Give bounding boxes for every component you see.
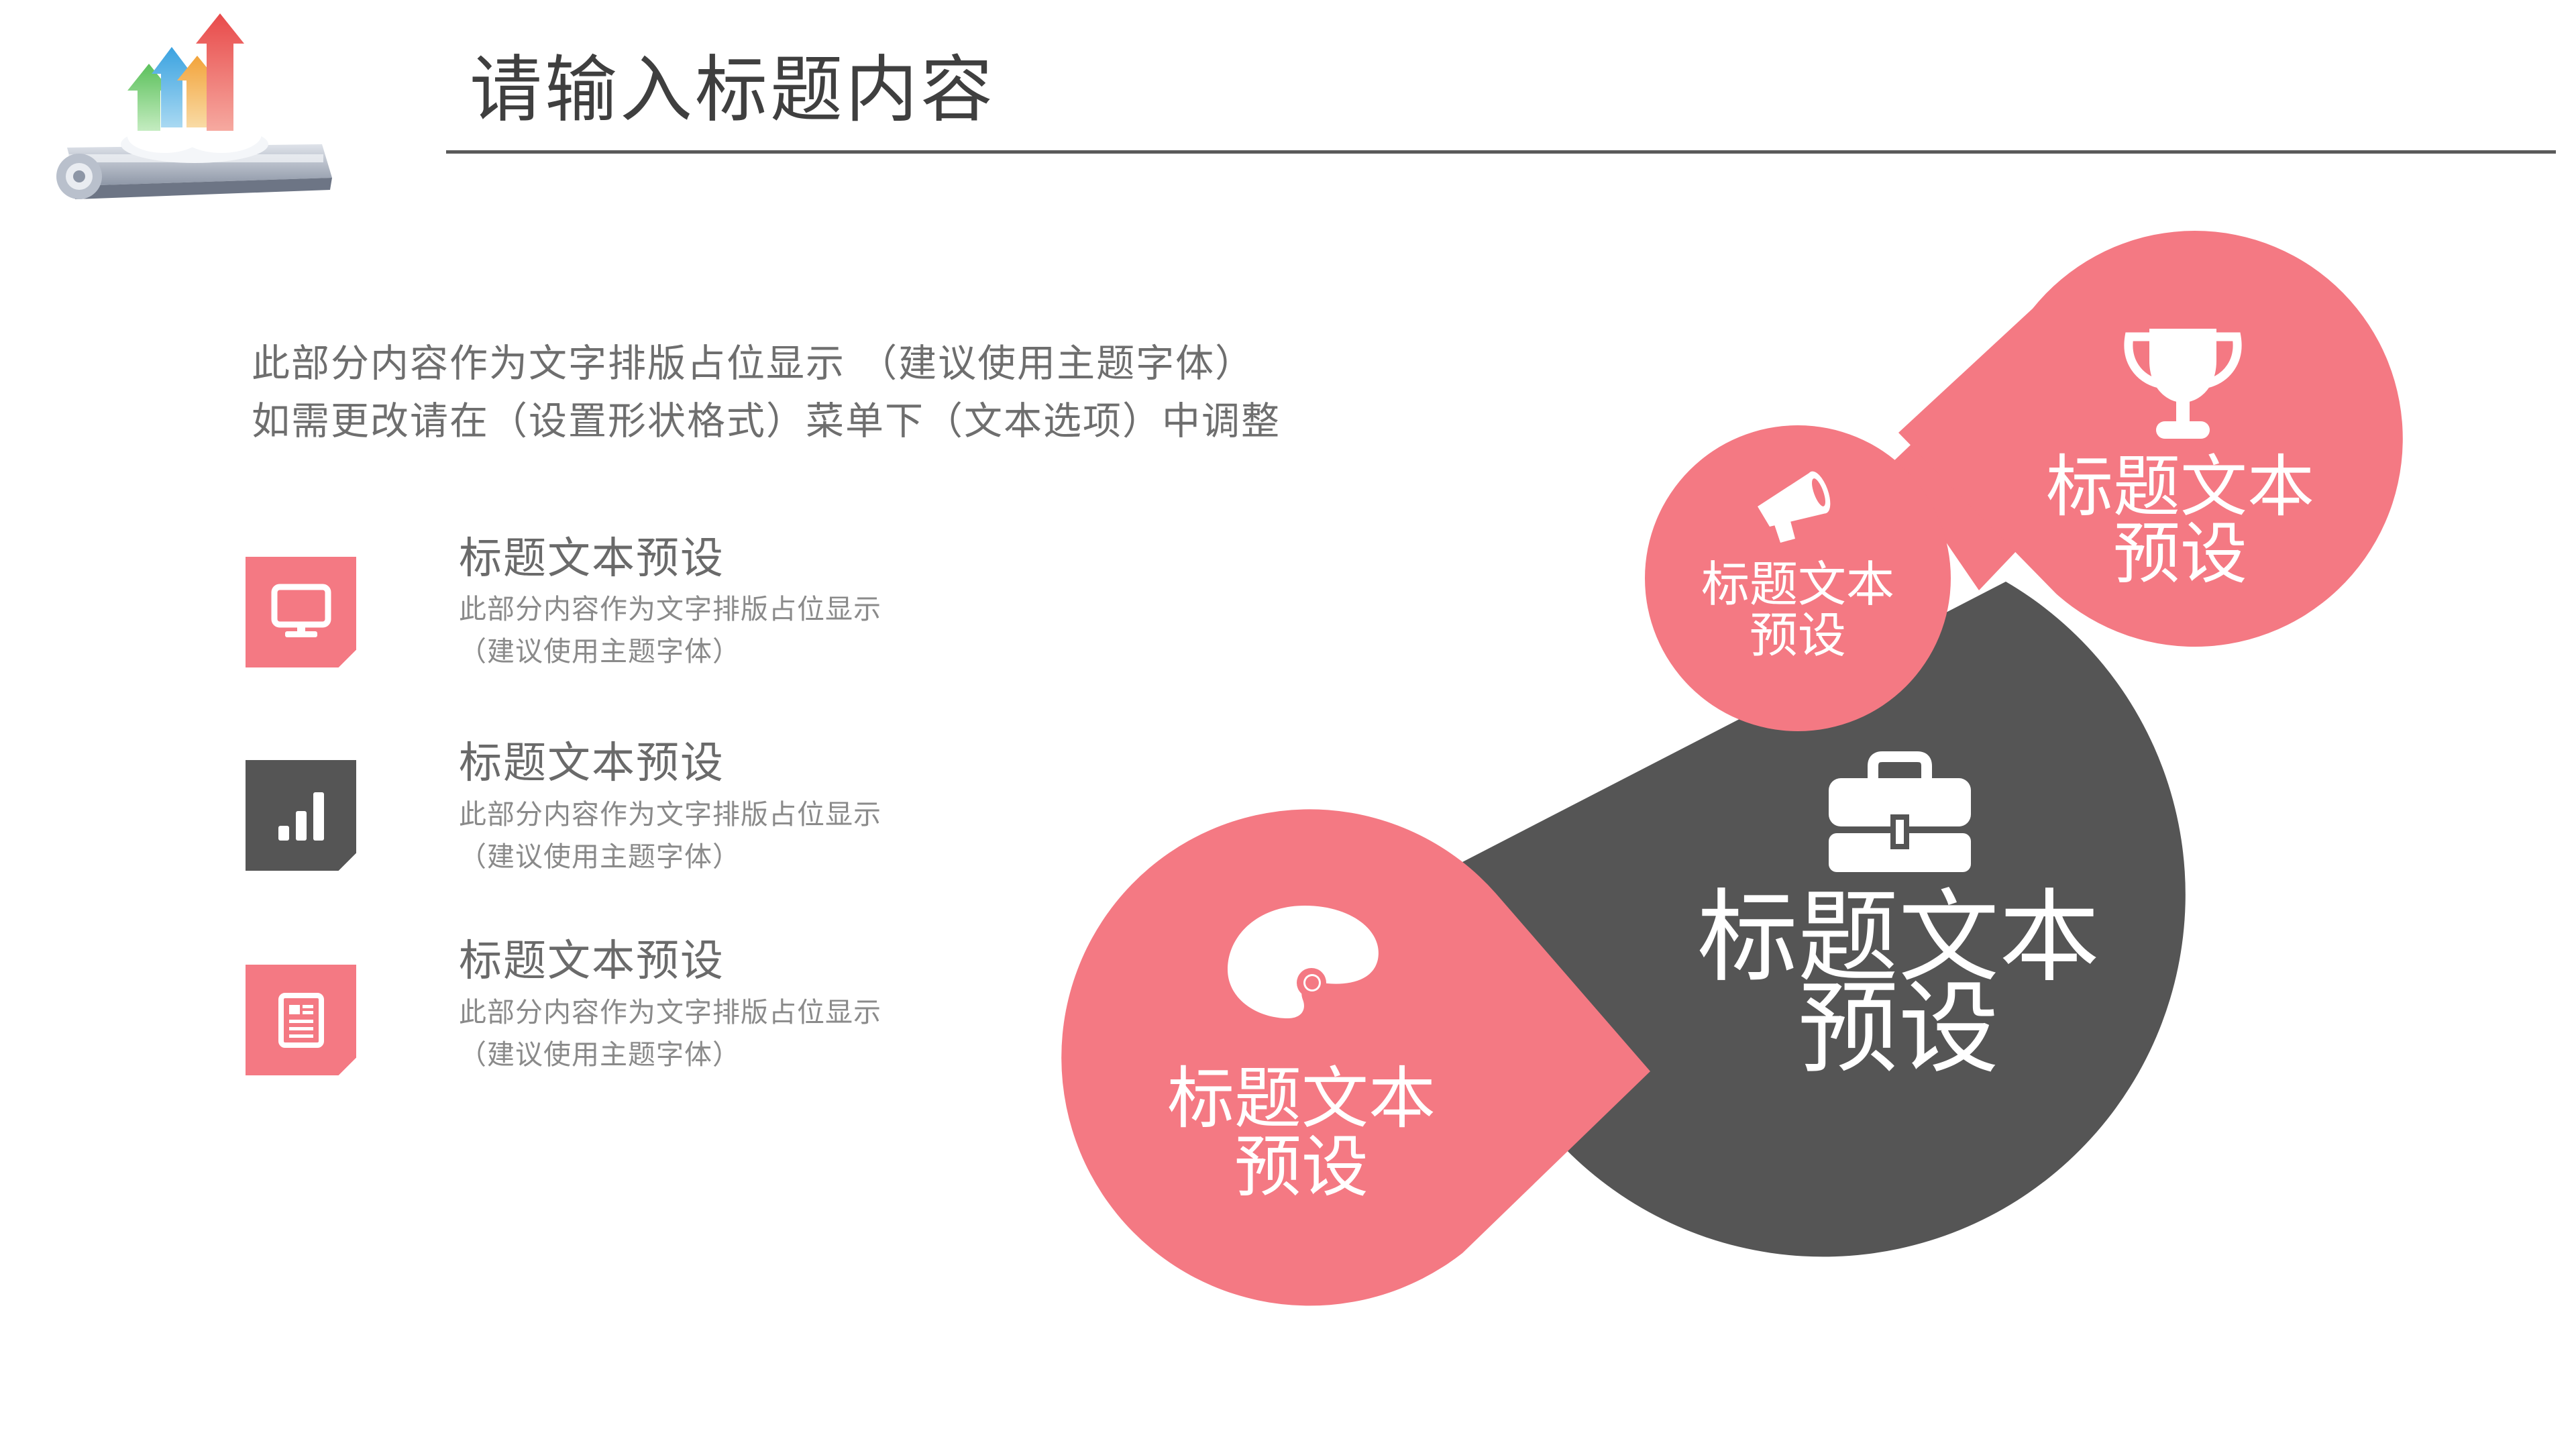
bottom-label-line-2: 预设 <box>1234 1128 1368 1206</box>
bottom-label-line-1: 标题文本 <box>1167 1059 1436 1138</box>
center-label-line-1: 标题文本 <box>1697 879 2100 996</box>
bottom-pink-shape <box>1061 809 1650 1306</box>
topright-label-line-1: 标题文本 <box>2046 447 2314 526</box>
palette-icon <box>1228 906 1379 1018</box>
monitor-icon <box>246 557 356 667</box>
bar-chart-icon <box>246 760 356 871</box>
list-item: 标题文本预设 此部分内容作为文字排版占位显示 （建议使用主题字体） <box>246 534 983 688</box>
intro-text-line-1: 此部分内容作为文字排版占位显示 （建议使用主题字体） <box>252 341 1255 386</box>
megaphone-icon <box>1758 471 1831 543</box>
item-description-note: （建议使用主题字体） <box>459 1038 741 1071</box>
center-label-line-2: 预设 <box>1797 971 1999 1087</box>
item-description-note: （建议使用主题字体） <box>459 635 741 667</box>
document-icon <box>246 965 356 1075</box>
item-description-note: （建议使用主题字体） <box>459 841 741 873</box>
item-title: 标题文本预设 <box>459 739 724 788</box>
list-item: 标题文本预设 此部分内容作为文字排版占位显示 （建议使用主题字体） <box>246 936 983 1092</box>
small-pink-circle <box>1645 425 1951 731</box>
item-description: 此部分内容作为文字排版占位显示 <box>459 593 881 625</box>
small-label-line-2: 预设 <box>1749 607 1846 663</box>
item-title: 标题文本预设 <box>459 534 724 584</box>
small-label-line-1: 标题文本 <box>1701 556 1894 612</box>
item-description: 此部分内容作为文字排版占位显示 <box>459 798 881 830</box>
topright-label-line-2: 预设 <box>2113 515 2247 593</box>
item-description: 此部分内容作为文字排版占位显示 <box>459 996 881 1028</box>
center-dark-shape <box>1460 582 2186 1257</box>
briefcase-icon <box>1829 751 1971 872</box>
title-divider <box>446 150 2556 154</box>
intro-text-line-2: 如需更改请在（设置形状格式）菜单下（文本选项）中调整 <box>252 399 1281 443</box>
page-title: 请输入标题内容 <box>470 48 996 132</box>
topright-pink-shape <box>1898 231 2403 647</box>
item-title: 标题文本预设 <box>459 936 724 986</box>
logo-illustration <box>56 13 332 199</box>
trophy-icon <box>2124 329 2242 439</box>
list-item: 标题文本预设 此部分内容作为文字排版占位显示 （建议使用主题字体） <box>246 739 983 894</box>
